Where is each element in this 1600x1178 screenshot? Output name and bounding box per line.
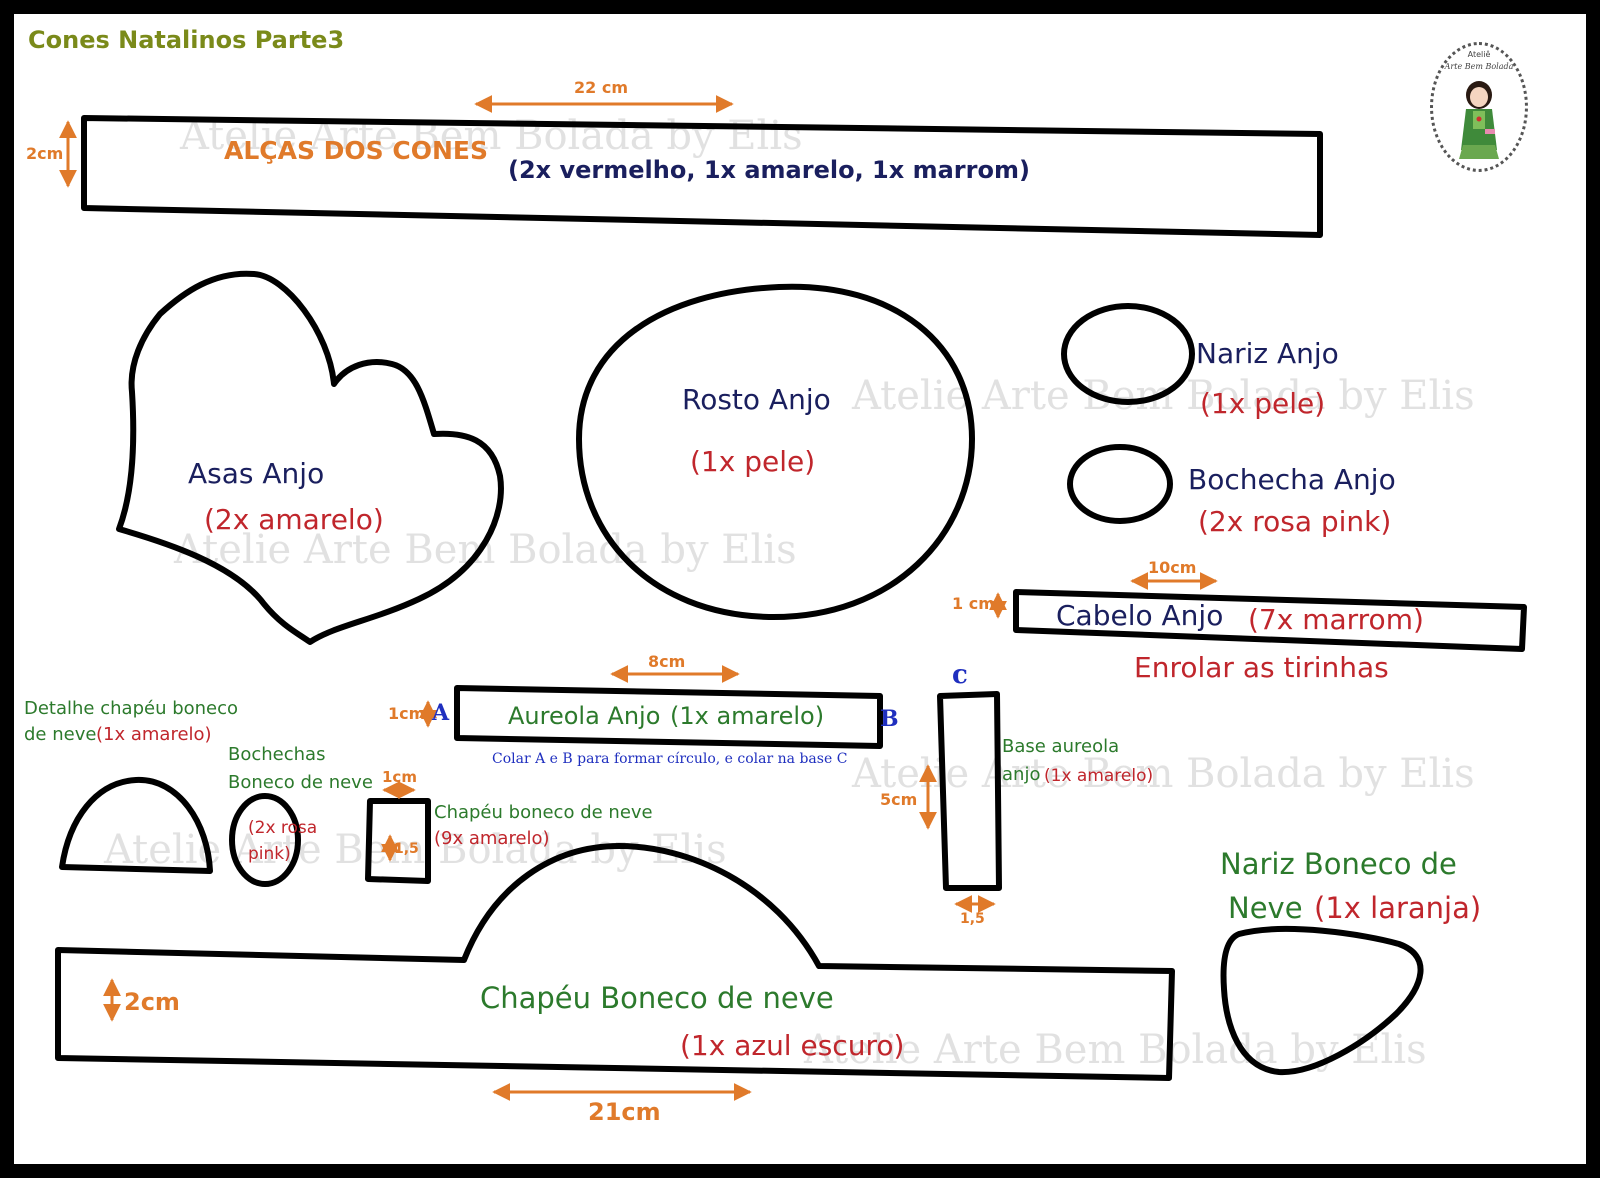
alcas-strip <box>81 115 1323 238</box>
rosto-name: Rosto Anjo <box>682 383 831 416</box>
aureola-instruction: Colar A e B para formar círculo, e colar… <box>492 751 848 767</box>
bochechas-boneco-qty-2: pink) <box>248 844 291 864</box>
alcas-height-label: 2cm <box>26 144 64 163</box>
aureola-width-label: 8cm <box>648 652 686 671</box>
bochechas-boneco-qty-1: (2x rosa <box>248 818 318 838</box>
chapeu-grande-qty: (1x azul escuro) <box>680 1029 905 1062</box>
nariz-boneco-qty: (1x laranja) <box>1314 891 1482 925</box>
chapeu-pequeno-name: Chapéu boneco de neve <box>434 802 653 823</box>
nariz-boneco-shape <box>1220 925 1424 1076</box>
aureola-qty: (1x amarelo) <box>670 702 825 730</box>
base-aureola-name-1: Base aureola <box>1002 736 1120 757</box>
bochecha-anjo-name: Bochecha Anjo <box>1188 463 1396 496</box>
rosto-qty: (1x pele) <box>690 445 816 478</box>
bochecha-anjo-qty: (2x rosa pink) <box>1198 505 1392 538</box>
base-aureola-height-label: 5cm <box>880 790 918 809</box>
nariz-anjo-qty: (1x pele) <box>1200 387 1326 420</box>
page-title: Cones Natalinos Parte3 <box>28 26 345 54</box>
chapeu-pequeno-qty: (9x amarelo) <box>434 828 550 849</box>
chapeu-grande-name: Chapéu Boneco de neve <box>480 981 834 1015</box>
alcas-title: ALÇAS DOS CONES <box>224 136 489 165</box>
aureola-height-label: 1cm <box>388 704 426 723</box>
asas-qty: (2x amarelo) <box>204 503 384 536</box>
detalhe-chapeu-name-2: de neve <box>24 724 97 745</box>
doll-illustration <box>1459 81 1499 159</box>
chapeu-grande-shape <box>55 843 1175 1081</box>
logo-top-text: Ateliê <box>1467 50 1491 59</box>
cabelo-width-label: 10cm <box>1148 558 1197 577</box>
bochechas-boneco-shape <box>229 793 301 887</box>
asas-name: Asas Anjo <box>188 457 325 490</box>
aureola-name: Aureola Anjo <box>508 702 661 730</box>
detalhe-chapeu-qty: (1x amarelo) <box>96 724 212 745</box>
watermark: Atelie Arte Bem Bolada by Elis <box>852 751 1475 797</box>
nariz-boneco-name-1: Nariz Boneco de <box>1220 847 1457 881</box>
aureola-label-b: B <box>880 706 899 732</box>
base-aureola-qty: (1x amarelo) <box>1044 766 1154 786</box>
chapeu-grande-width-label: 21cm <box>588 1098 661 1126</box>
alcas-width-label: 22 cm <box>574 78 628 97</box>
alcas-qty: (2x vermelho, 1x amarelo, 1x marrom) <box>508 156 1030 184</box>
pattern-sheet: Atelie Arte Bem Bolada by Elis Atelie Ar… <box>14 14 1586 1164</box>
rosto-shape <box>576 283 975 621</box>
chapeu-pequeno-width-label: 1cm <box>382 768 417 786</box>
cabelo-height-label: 1 cm <box>952 594 995 613</box>
asas-shape <box>116 270 504 645</box>
logo-script-text: Arte Bem Bolada <box>1444 62 1514 71</box>
bochechas-boneco-name-1: Bochechas <box>228 744 326 765</box>
chapeu-pequeno-rect <box>365 798 431 884</box>
logo-badge: Ateliê Arte Bem Bolada <box>1430 42 1528 172</box>
chapeu-pequeno-height-label: 1,5 <box>394 841 419 857</box>
nariz-anjo-shape <box>1061 303 1195 405</box>
aureola-label-a: A <box>432 700 450 726</box>
detalhe-chapeu-shape <box>59 776 213 874</box>
nariz-boneco-name-2: Neve <box>1228 891 1303 925</box>
pattern-shapes <box>55 95 1527 1101</box>
base-aureola-name-2: anjo <box>1002 764 1041 785</box>
cabelo-qty: (7x marrom) <box>1248 603 1424 636</box>
base-aureola-rect <box>937 691 1002 891</box>
aureola-strip <box>454 685 883 749</box>
chapeu-grande-height-label: 2cm <box>124 988 180 1016</box>
detalhe-chapeu-name-1: Detalhe chapéu boneco <box>24 698 239 719</box>
base-aureola-width-label: 1,5 <box>960 911 985 927</box>
cabelo-strip <box>1013 589 1527 652</box>
nariz-anjo-name: Nariz Anjo <box>1196 337 1339 370</box>
cabelo-name: Cabelo Anjo <box>1056 599 1224 632</box>
cabelo-note: Enrolar as tirinhas <box>1134 651 1389 684</box>
bochechas-boneco-name-2: Boneco de neve <box>228 772 373 793</box>
bochecha-anjo-shape <box>1067 444 1173 524</box>
base-aureola-label-c: c <box>952 660 968 690</box>
